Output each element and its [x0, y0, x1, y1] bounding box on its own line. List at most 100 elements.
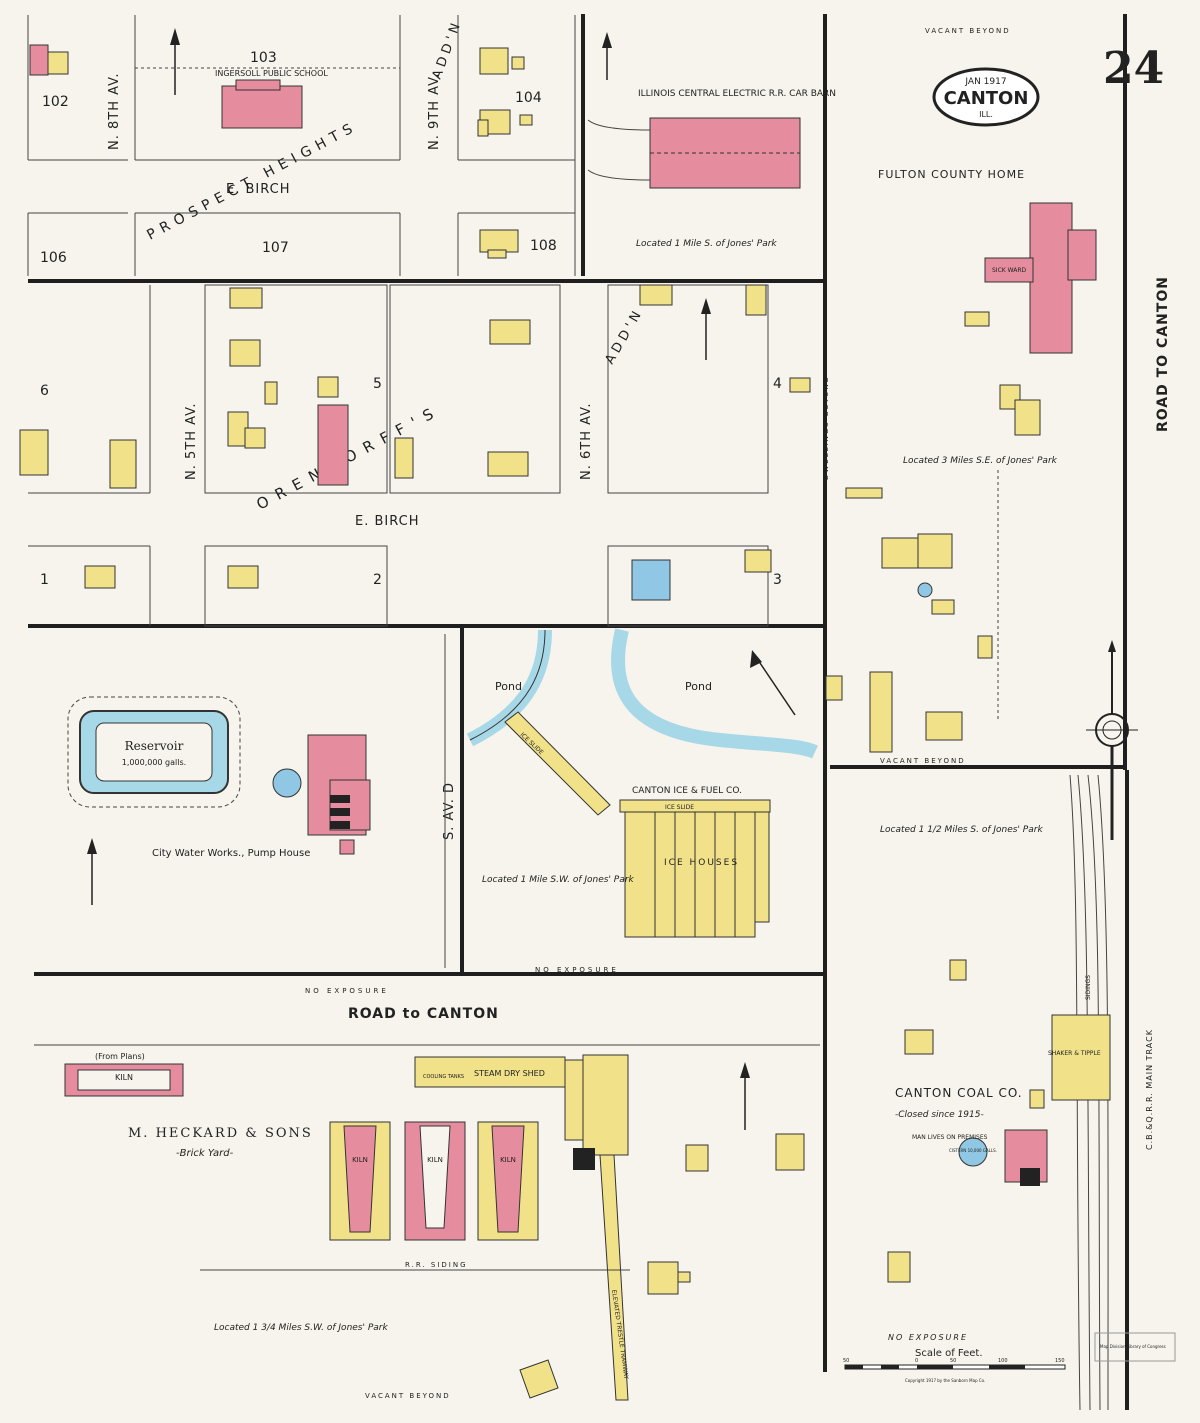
dwelling	[244, 427, 266, 449]
dwelling	[317, 376, 339, 398]
ice-location: Located 1 Mile S.W. of Jones' Park	[482, 875, 634, 885]
panel-car-barn: ILLINOIS CENTRAL ELECTRIC R.R. CAR BARN …	[587, 32, 836, 249]
county-home-label: FULTON COUNTY HOME	[878, 168, 1025, 181]
no-exposure: NO EXPOSURE	[535, 966, 619, 974]
scale-tick: 100	[998, 1358, 1008, 1364]
rr-siding-label: R.R. SIDING	[405, 1261, 468, 1269]
block-number: 104	[515, 90, 542, 106]
coal-location: Located 1 1/2 Miles S. of Jones' Park	[880, 825, 1043, 835]
elevated-tramway	[599, 1154, 629, 1401]
vacant-beyond: VACANT BEYOND	[365, 1392, 451, 1400]
building-frame	[47, 51, 69, 75]
north-arrow-icon	[750, 650, 796, 716]
ice-houses	[624, 811, 770, 938]
north-arrow-icon	[170, 28, 180, 95]
cooling-tanks-label: COOLING TANKS	[423, 1074, 464, 1080]
sick-ward	[984, 257, 1034, 283]
receiving-well	[272, 768, 302, 798]
outbuilding	[1014, 399, 1041, 436]
street-n-6th-av: N. 6TH AV.	[579, 402, 594, 480]
dwelling	[745, 284, 767, 316]
dwelling	[229, 339, 261, 367]
svg-text:KILN: KILN	[500, 1156, 516, 1164]
car-barn-location: Located 1 Mile S. of Jones' Park	[636, 239, 777, 249]
building-brick	[317, 404, 349, 486]
coal-closed-label: -Closed since 1915-	[895, 1110, 984, 1120]
dwelling	[264, 381, 278, 405]
dwelling	[479, 229, 519, 253]
panel-borders	[28, 14, 1129, 1410]
panel-prospect-heights: E. BIRCH N. 8TH AV. N. 9TH AV. PROSPECT …	[27, 15, 576, 276]
outbuilding	[917, 533, 953, 569]
dwelling	[19, 429, 49, 476]
pond-stream	[610, 628, 818, 759]
block-number: 108	[530, 238, 557, 254]
outbuilding	[887, 1251, 911, 1283]
brick-yard-location: Located 1 3/4 Miles S.W. of Jones' Park	[214, 1323, 388, 1333]
car-barn-label: ILLINOIS CENTRAL ELECTRIC R.R. CAR BARN	[638, 89, 836, 99]
ice-slide-2	[619, 799, 771, 813]
reservoir-embankment	[67, 696, 241, 808]
dwelling	[229, 287, 263, 309]
county-home-wing	[1067, 229, 1097, 281]
dwelling	[84, 565, 116, 589]
north-arrow-icon	[602, 32, 612, 80]
block-number: 102	[42, 94, 69, 110]
steam-dry-shed	[414, 1056, 566, 1088]
outbuilding	[775, 1133, 805, 1171]
no-exposure: NO EXPOSURE	[305, 987, 389, 995]
city-cartouche	[932, 67, 1040, 127]
pond-label: Pond	[495, 680, 522, 693]
coal-note: MAN LIVES ON PREMISES	[912, 1134, 988, 1141]
outbuilding	[869, 671, 893, 753]
label-addn: ADD'N	[430, 18, 465, 82]
block-number: 106	[40, 250, 67, 266]
ice-houses-label: ICE HOUSES	[664, 858, 739, 868]
no-exposure: NO EXPOSURE	[888, 1333, 968, 1342]
dwelling-stone	[631, 559, 671, 601]
sheet-number: 24	[1103, 43, 1164, 94]
north-arrow-icon	[740, 1062, 750, 1130]
block-number: 6	[40, 383, 49, 399]
north-arrow-icon	[87, 838, 97, 905]
outbuilding	[519, 1359, 559, 1399]
school-label: INGERSOLL PUBLIC SCHOOL	[215, 69, 328, 78]
block-number: 3	[773, 572, 782, 588]
building-brick	[29, 44, 49, 76]
outbuilding	[964, 311, 990, 327]
water-works-label: City Water Works., Pump House	[152, 848, 310, 859]
north-arrow-icon	[701, 298, 711, 360]
outbuilding	[647, 1261, 679, 1295]
block-number: 103	[250, 50, 277, 66]
outbuilding	[881, 537, 921, 569]
svg-text:KILN: KILN	[352, 1156, 368, 1164]
outbuilding	[1029, 1089, 1045, 1109]
street-s-av-d: S. AV. D	[442, 782, 457, 840]
dwelling	[639, 284, 673, 306]
kiln-from-plans: (From Plans)	[95, 1052, 145, 1061]
ice-slide	[504, 711, 611, 816]
scale-bar	[844, 1364, 1066, 1370]
street-n-8th-av: N. 8TH AV.	[107, 72, 122, 150]
dwelling	[394, 437, 414, 479]
dwelling	[511, 56, 525, 70]
scale-label: Scale of Feet.	[915, 1348, 983, 1359]
outbuilding	[925, 711, 963, 741]
dwelling	[487, 249, 507, 259]
block-number: 5	[373, 376, 382, 392]
school-wing	[235, 79, 281, 91]
sheet-city: CANTON	[944, 88, 1029, 109]
shaker-tipple-label: SHAKER & TIPPLE	[1048, 1050, 1101, 1057]
panel-orendorffs-addition: E. BIRCH N. 5TH AV. N. 6TH AV. ORENDORFF…	[19, 284, 830, 627]
steam-dry-shed-label: STEAM DRY SHED	[474, 1069, 545, 1078]
dwelling	[109, 439, 137, 489]
panel-brick-yard: (From Plans) KILN M. HECKARD & SONS -Bri…	[64, 1052, 805, 1401]
dwelling	[477, 119, 489, 137]
school-building	[221, 85, 303, 129]
road-to-canton-horizontal: ROAD to CANTON	[348, 1006, 499, 1022]
street-e-birch: E. BIRCH	[226, 182, 290, 197]
label-prospect-heights: PROSPECT HEIGHTS	[144, 118, 360, 243]
pond-label: Pond	[685, 680, 712, 693]
block-number: 2	[373, 572, 382, 588]
